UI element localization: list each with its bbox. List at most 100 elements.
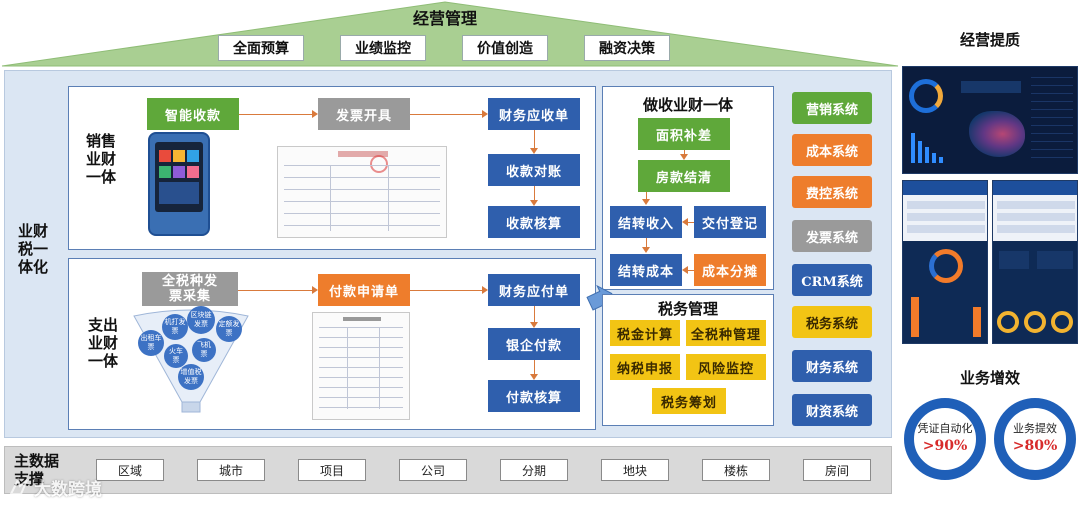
integration-label-text: 业财税一体化 [18,222,49,276]
watermark-logo-icon [9,477,28,495]
invoice-document-image [277,146,447,238]
md-room[interactable]: 房间 [803,459,871,481]
tax-types-box[interactable]: 全税种管理 [686,320,766,346]
md-region[interactable]: 区域 [96,459,164,481]
tax-planning-box[interactable]: 税务筹划 [652,388,726,414]
pay-verify-box[interactable]: 付款核算 [488,380,580,412]
system-cost[interactable]: 成本系统 [792,134,872,166]
expense-label-text: 支出业财一体 [88,316,119,370]
arrow-invoice-to-ar [410,114,482,115]
system-expense-control[interactable]: 费控系统 [792,176,872,208]
arrow-income-to-cost [646,238,647,248]
settle-box[interactable]: 房款结清 [638,160,730,192]
risk-monitor-box[interactable]: 风险监控 [686,354,766,380]
tax-filing-box[interactable]: 纳税申报 [610,354,680,380]
arrow-ap-to-bank [534,306,535,322]
arrow-bank-to-verify [534,360,535,374]
sales-label: 销售业财一体 [86,132,120,186]
arrow-delivery-to-income [688,222,694,223]
system-invoice[interactable]: 发票系统 [792,220,872,252]
area-diff-box[interactable]: 面积补差 [638,118,730,150]
kpi-voucher-label: 凭证自动化 [917,422,973,435]
financing-button[interactable]: 融资决策 [584,35,670,61]
md-company[interactable]: 公司 [399,459,467,481]
funnel-item-plane: 飞机票 [192,338,216,362]
arrowhead [312,110,318,118]
mobile-screenshot-left [902,180,988,344]
pos-device-icon [148,132,210,236]
payment-request-box[interactable]: 付款申请单 [318,274,410,306]
funnel-item-vat: 增值税发票 [178,364,204,390]
transfer-cost-box[interactable]: 结转成本 [610,254,682,286]
arrow-area-to-settle [684,150,685,154]
tax-panel-title: 税务管理 [657,299,718,318]
funnel-item-train: 火车票 [164,344,188,368]
arrow-collect-to-invoice [239,114,312,115]
efficiency-title: 业务增效 [959,368,1020,387]
arrowhead [482,110,488,118]
system-treasury[interactable]: 财资系统 [792,394,872,426]
integration-label: 业财税一体化 [18,222,58,276]
watermark-text: 大数跨境 [34,479,102,500]
dashboard-screenshot [902,66,1078,174]
invoice-collect-box[interactable]: 全税种发票采集 [142,272,238,306]
bank-pay-box[interactable]: 银企付款 [488,328,580,360]
md-project[interactable]: 项目 [298,459,366,481]
ar-box[interactable]: 财务应收单 [488,98,580,130]
system-crm[interactable]: CRM系统 [792,264,872,296]
funnel-item-quota: 定额发票 [216,316,242,342]
expense-label: 支出业财一体 [88,316,122,370]
arrowhead [682,266,688,274]
verify-box[interactable]: 收款核算 [488,206,580,238]
value-button[interactable]: 价值创造 [462,35,548,61]
system-tax[interactable]: 税务系统 [792,306,872,338]
ap-box[interactable]: 财务应付单 [488,274,580,306]
arrowhead [642,247,650,253]
md-plot[interactable]: 地块 [601,459,669,481]
md-city[interactable]: 城市 [197,459,265,481]
arrow-split-to-cost [688,270,694,271]
md-building[interactable]: 楼栋 [702,459,770,481]
arrow-settle-to-income [646,192,647,200]
arrowhead [642,199,650,205]
kpi-efficiency-label: 业务提效 [1013,422,1057,435]
arrowhead [482,286,488,294]
transfer-income-box[interactable]: 结转收入 [610,206,682,238]
sales-label-text: 销售业财一体 [86,132,117,186]
payment-document-image [312,312,410,420]
funnel-item-machine: 机打发票 [162,314,188,340]
funnel-item-taxi: 出租车票 [138,330,164,356]
management-title: 经营管理 [412,9,477,28]
invoice-issue-box[interactable]: 发票开具 [318,98,410,130]
system-marketing[interactable]: 营销系统 [792,92,872,124]
kpi-efficiency-value: >80% [1012,438,1058,454]
kpi-ring-efficiency: 业务提效 >80% [994,398,1076,480]
performance-button[interactable]: 业绩监控 [340,35,426,61]
master-data-label-text: 主数据支撑 [14,452,60,488]
arrowhead [312,286,318,294]
arrowhead [530,322,538,328]
md-phase[interactable]: 分期 [500,459,568,481]
arrow-collect-to-request [238,290,312,291]
arrowhead [682,218,688,226]
delivery-box[interactable]: 交付登记 [694,206,766,238]
arrowhead [530,148,538,154]
arrow-reconcile-to-verify [534,186,535,200]
tax-calc-box[interactable]: 税金计算 [610,320,680,346]
cost-split-box[interactable]: 成本分摊 [694,254,766,286]
quality-title: 经营提质 [959,30,1020,49]
system-finance[interactable]: 财务系统 [792,350,872,382]
funnel-item-blockchain: 区块链发票 [187,306,215,334]
budget-button[interactable]: 全面预算 [218,35,304,61]
arrowhead [530,374,538,380]
kpi-ring-voucher: 凭证自动化 >90% [904,398,986,480]
smart-collect-box[interactable]: 智能收款 [147,98,239,130]
reconcile-box[interactable]: 收款对账 [488,154,580,186]
arrow-ar-to-reconcile [534,130,535,148]
arrow-request-to-ap [410,290,482,291]
arrowhead [680,154,688,160]
kpi-voucher-value: >90% [922,438,968,454]
revenue-panel-title: 做收业财一体 [642,95,733,114]
mobile-screenshot-right [992,180,1078,344]
master-data-label: 主数据支撑 [14,452,66,488]
